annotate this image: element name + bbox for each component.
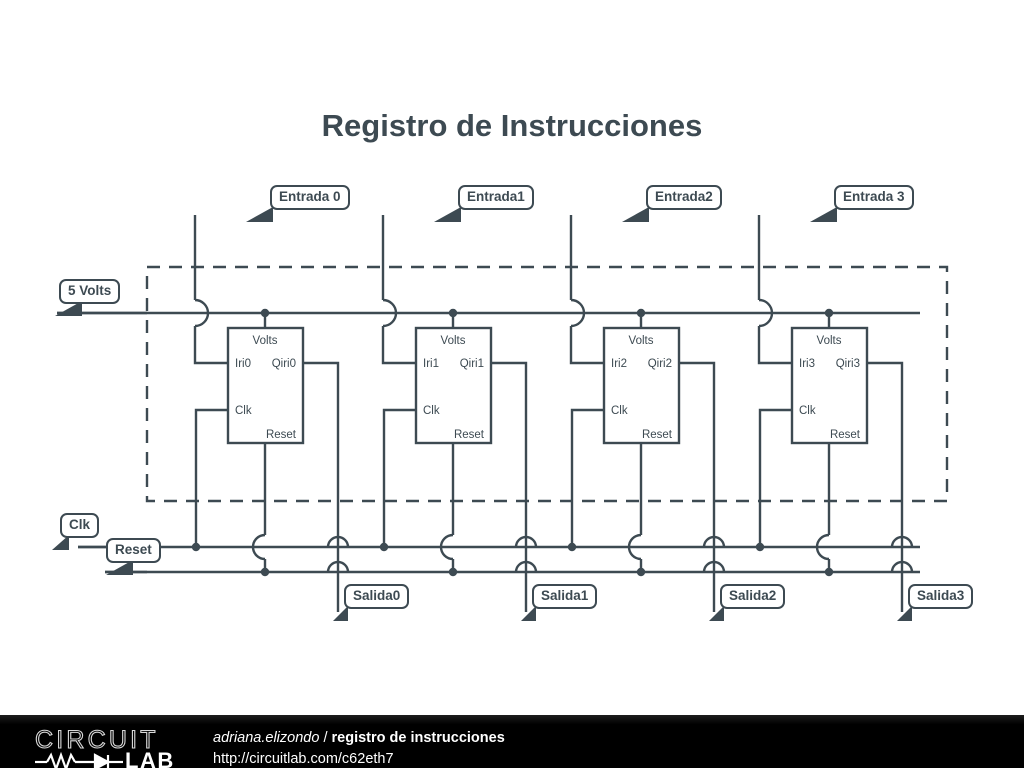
page-title: Registro de Instrucciones [321,108,703,143]
block0-supply-label: Volts [253,335,278,347]
block3-out-label: Qiri3 [836,358,860,370]
logo-resistor-diode-icon [35,751,123,768]
junction-reset3 [824,567,834,577]
wire-qiri1-a [491,361,528,537]
dashed-boundary-box [145,265,949,503]
wire-qiri3-a [867,361,904,537]
wire-entrada2-in-b [569,326,604,365]
footer-bar [0,715,1024,768]
port-label-entrada-1[interactable]: Entrada1 [458,185,534,210]
port-label-salida-0[interactable]: Salida0 [344,584,410,609]
block2-reset-label: Reset [642,429,673,441]
flag-tail-salida2 [709,606,724,621]
block0-reset-label: Reset [266,429,297,441]
wire-entrada3-in-b [757,326,792,365]
flag-tail-entrada0 [246,207,273,222]
block2-supply-label: Volts [629,335,654,347]
port-label-salida-2[interactable]: Salida2 [720,584,786,609]
wire-entrada0-in-b [193,326,228,365]
junction-reset0 [260,567,270,577]
wire-hop-reset0-clk [251,533,266,561]
wire-hop-entrada3-5v [758,298,774,328]
port-label-reset[interactable]: Reset [106,538,161,563]
wire-qiri2-a [679,361,716,537]
wire-clk0 [194,408,228,537]
junction-clk2 [567,542,577,552]
block1-out-label: Qiri1 [460,358,484,370]
junction-clk3 [755,542,765,552]
flag-tail-entrada3 [810,207,837,222]
junction-volts1 [448,308,458,318]
block1-reset-label: Reset [454,429,485,441]
block2-out-label: Qiri2 [648,358,672,370]
port-label-entrada-3[interactable]: Entrada 3 [834,185,914,210]
logo-circuit-text: CIRCUIT [35,726,159,754]
junction-reset1 [448,567,458,577]
port-label-salida-3[interactable]: Salida3 [908,584,974,609]
flag-tail-salida1 [521,606,536,621]
flag-tail-5volts [55,301,82,316]
flag-tail-entrada2 [622,207,649,222]
wire-clk2 [570,408,604,547]
block0-out-label: Qiri0 [272,358,296,370]
wire-hop-reset2-clk [627,533,642,561]
wire-hop-reset1-clk [439,533,454,561]
wire-entrada1-in-b [381,326,416,365]
wire-hop-entrada1-5v [382,298,398,328]
logo-lab-text: LAB [125,748,175,768]
junction-reset2 [636,567,646,577]
port-label-5-volts[interactable]: 5 Volts [59,279,121,304]
wire-clk3 [758,408,792,547]
flag-tail-salida3 [897,606,912,621]
block3-in-label: Iri3 [799,358,815,370]
junction-volts3 [824,308,834,318]
block1-clk-label: Clk [423,405,440,417]
port-label-entrada-2[interactable]: Entrada2 [646,185,722,210]
circuitlab-logo: CIRCUIT LAB [34,726,175,768]
junction-volts0 [260,308,270,318]
block1-in-label: Iri1 [423,358,439,370]
flag-tail-entrada1 [434,207,461,222]
footer-separator: / [319,730,332,746]
wire-hop-entrada0-5v [194,298,210,328]
footer-credit: adriana.elizondo / registro de instrucci… [213,729,505,769]
footer-url[interactable]: http://circuitlab.com/c62eth7 [213,751,394,767]
wire-hop-entrada2-5v [570,298,586,328]
flag-tail-reset [106,560,133,575]
port-label-clk[interactable]: Clk [60,513,100,538]
footer-project-name: registro de instrucciones [331,730,505,746]
flag-tail-clk [52,535,69,550]
block3-reset-label: Reset [830,429,861,441]
block3-clk-label: Clk [799,405,816,417]
block2-clk-label: Clk [611,405,628,417]
port-label-entrada-0[interactable]: Entrada 0 [270,185,350,210]
wire-qiri0-a [303,361,340,537]
wire-hop-reset3-clk [815,533,830,561]
block0-in-label: Iri0 [235,358,251,370]
footer-username: adriana.elizondo [213,730,320,746]
block0-clk-label: Clk [235,405,252,417]
block1-supply-label: Volts [441,335,466,347]
wire-clk1 [382,408,416,547]
junction-volts2 [636,308,646,318]
flipflop-block-1 [414,326,493,445]
flag-tail-salida0 [333,606,348,621]
port-label-salida-1[interactable]: Salida1 [532,584,598,609]
junction-clk1 [379,542,389,552]
block2-in-label: Iri2 [611,358,627,370]
block3-supply-label: Volts [817,335,842,347]
